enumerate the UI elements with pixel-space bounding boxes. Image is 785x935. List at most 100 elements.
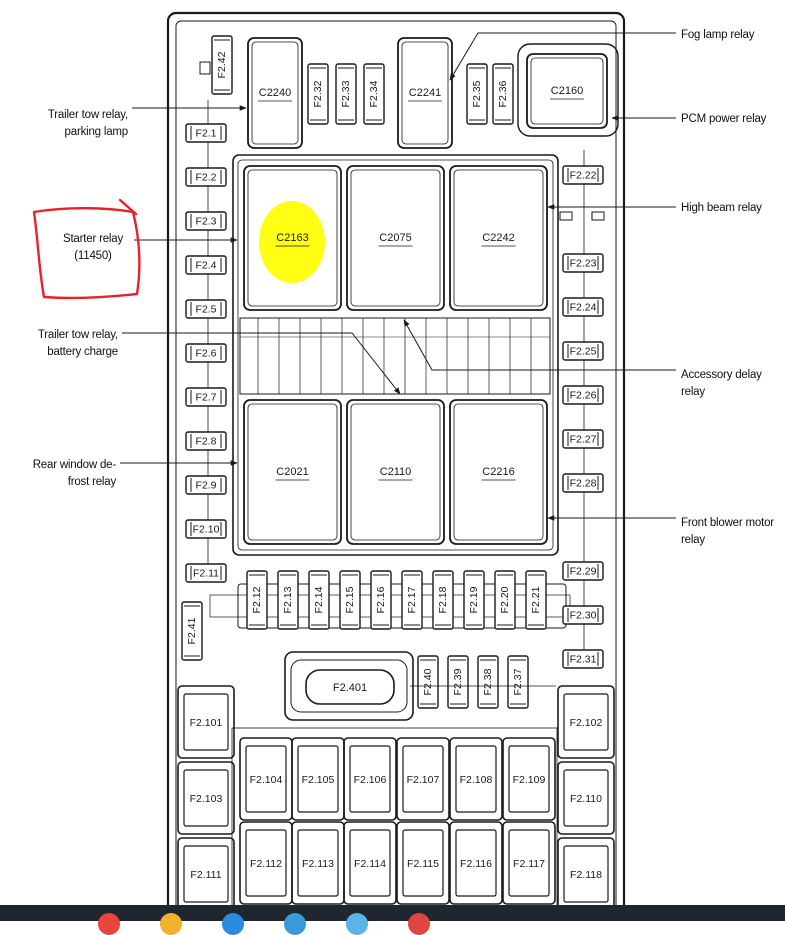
- fuse-f2-9-body: [185, 475, 227, 495]
- fuse-f2-26-label: F2.26: [570, 389, 597, 401]
- relay-block-outline: [232, 154, 559, 556]
- fuse-f2-20-body: [494, 570, 516, 630]
- fuse-f2-16-body: [370, 570, 392, 630]
- taskbar-app-icon[interactable]: [408, 913, 430, 935]
- callout-fog-lamp: Fog lamp relay: [681, 29, 755, 41]
- relay-c2242-inner: [453, 169, 544, 307]
- fuse-f2-6-label: F2.6: [195, 347, 216, 359]
- fuse-f2-16-label: F2.16: [375, 586, 387, 613]
- fuse-f2-102-housing: [557, 685, 615, 759]
- fuse-f2-1-body: [185, 123, 227, 143]
- fuse-f2-4-label: F2.4: [195, 259, 216, 271]
- fuse-f2-103-housing: [177, 761, 235, 835]
- callout-rear-window-defrost: Rear window de- frost relay: [32, 459, 116, 488]
- fuse-f2-21-label: F2.21: [530, 586, 542, 613]
- relay-c2160-body: [526, 53, 608, 129]
- fuse-f2-9-label: F2.9: [195, 479, 216, 491]
- fuse-f2-28-label: F2.28: [570, 477, 597, 489]
- fuse-f2-105-label: F2.105: [302, 774, 335, 786]
- fuse-f2-117-body: [508, 829, 550, 897]
- fuse-f2-8-body: [185, 431, 227, 451]
- callout-leaders: [120, 32, 676, 521]
- relay-c2160-inner: [530, 57, 604, 125]
- fuse-f2-38-label: F2.38: [482, 668, 494, 695]
- relay-c2021-inner: [247, 403, 338, 541]
- callout-high-beam: High beam relay: [681, 202, 762, 214]
- fuse-f2-102-body: [563, 693, 609, 751]
- fuse-f2-117-label: F2.117: [513, 858, 545, 870]
- taskbar: [0, 905, 785, 935]
- fuse-f2-7-body: [185, 387, 227, 407]
- fuse-f2-17-body: [401, 570, 423, 630]
- relay-c2241-inner: [401, 41, 449, 145]
- fuse-f2-112-label: F2.112: [250, 858, 282, 870]
- fuse-f2-39-label: F2.39: [452, 668, 464, 695]
- relay-c2160-label: C2160: [551, 85, 583, 97]
- fuse-f2-7-label: F2.7: [195, 391, 216, 403]
- fuse-f2-39-body: [447, 655, 469, 709]
- relay-c2163-inner: [247, 169, 338, 307]
- fuse-f2-38-body: [477, 655, 499, 709]
- fuse-f2-19-body: [463, 570, 485, 630]
- slot: [591, 211, 605, 221]
- fuse-f2-11-body: [185, 563, 227, 583]
- fuse-f2-4-body: [185, 255, 227, 275]
- taskbar-app-icon[interactable]: [346, 913, 368, 935]
- fuse-f2-12-body: [246, 570, 268, 630]
- fuse-f2-12-label: F2.12: [251, 586, 263, 613]
- relay-c2241-label: C2241: [409, 87, 441, 99]
- highlight-c2163: [259, 201, 325, 283]
- relay-c2241-body: [397, 37, 453, 149]
- relay-c2216-inner: [453, 403, 544, 541]
- relay-c2216-label: C2216: [482, 466, 514, 478]
- fuse-f2-115-body: [402, 829, 444, 897]
- fuse-f2-34-label: F2.34: [368, 80, 380, 107]
- fuse-f2-37-body: [507, 655, 529, 709]
- fuse-f2-116-label: F2.116: [460, 858, 492, 870]
- taskbar-app-icon[interactable]: [98, 913, 120, 935]
- fuse-f2-37-label: F2.37: [512, 668, 524, 695]
- fuse-f2-118-label: F2.118: [570, 869, 602, 881]
- fuse-f2-36-label: F2.36: [497, 80, 509, 107]
- relay-block-inner: [237, 159, 554, 551]
- fuse-f2-401-body: [305, 669, 395, 705]
- leader-accessory-delay: [403, 319, 676, 371]
- fuse-f2-33-body: [335, 63, 357, 125]
- fuse-f2-109-body: [508, 745, 550, 813]
- callout-pcm-power: PCM power relay: [681, 113, 767, 125]
- fuse-f2-15-body: [339, 570, 361, 630]
- fuse-f2-108-label: F2.108: [460, 774, 493, 786]
- fuse-f2-13-body: [277, 570, 299, 630]
- taskbar-app-icon[interactable]: [160, 913, 182, 935]
- fuse-f2-103-body: [183, 769, 229, 827]
- fuse-f2-108-body: [455, 745, 497, 813]
- taskbar-app-icon[interactable]: [284, 913, 306, 935]
- fuse-f2-24-label: F2.24: [570, 301, 597, 313]
- fuse-f2-113-body: [297, 829, 339, 897]
- taskbar-app-icon[interactable]: [222, 913, 244, 935]
- fuse-f2-115-label: F2.115: [407, 858, 439, 870]
- fuse-f2-42-body: [211, 35, 233, 95]
- leader-fog-lamp: [449, 32, 676, 81]
- relay-c2163-label: C2163: [276, 232, 308, 244]
- relay-c2242-label: C2242: [482, 232, 514, 244]
- fuse-f2-106-label: F2.106: [354, 774, 387, 786]
- fuse-f2-2-label: F2.2: [195, 171, 216, 183]
- fuse-f2-31-body: [562, 649, 604, 669]
- fuse-f2-14-label: F2.14: [313, 586, 325, 613]
- leader-trailer-tow-battery: [122, 332, 401, 395]
- fuse-f2-6-body: [185, 343, 227, 363]
- fuse-f2-41-label: F2.41: [186, 617, 198, 644]
- fuse-f2-40-body: [417, 655, 439, 709]
- red-annotation-loop: [32, 198, 141, 300]
- relay-c2075-label: C2075: [379, 232, 411, 244]
- fuse-f2-18-body: [432, 570, 454, 630]
- fuse-f2-28-body: [562, 473, 604, 493]
- relay-c2075-body: [346, 165, 445, 311]
- relay-divider-strip: [239, 317, 551, 395]
- slot: [199, 61, 211, 75]
- fuse-f2-15-label: F2.15: [344, 586, 356, 613]
- fuse-f2-8-label: F2.8: [195, 435, 216, 447]
- fuse-f2-24-body: [562, 297, 604, 317]
- fuse-f2-33-label: F2.33: [340, 80, 352, 107]
